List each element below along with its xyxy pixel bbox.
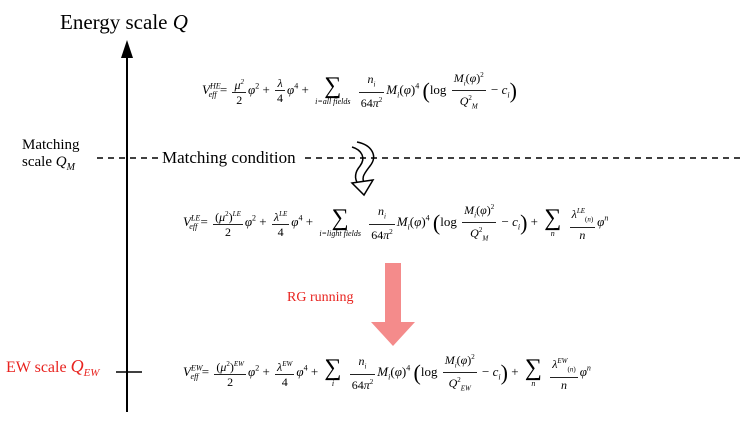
matching-condition-label: Matching condition bbox=[158, 148, 300, 168]
rg-running-label: RG running bbox=[287, 290, 354, 305]
matching-curved-arrow bbox=[356, 141, 375, 187]
ew-scale-label: EW scale QEW bbox=[6, 356, 100, 380]
energy-axis-arrowhead bbox=[121, 40, 133, 58]
matching-curved-arrow-inner bbox=[351, 146, 364, 185]
matching-scale-label: Matching scale QM bbox=[22, 137, 80, 173]
axis-title: Energy scale Q bbox=[60, 10, 188, 34]
matching-curved-arrowhead bbox=[350, 179, 375, 197]
rg-arrow-head bbox=[371, 322, 415, 346]
rg-arrow-shaft bbox=[385, 263, 401, 323]
